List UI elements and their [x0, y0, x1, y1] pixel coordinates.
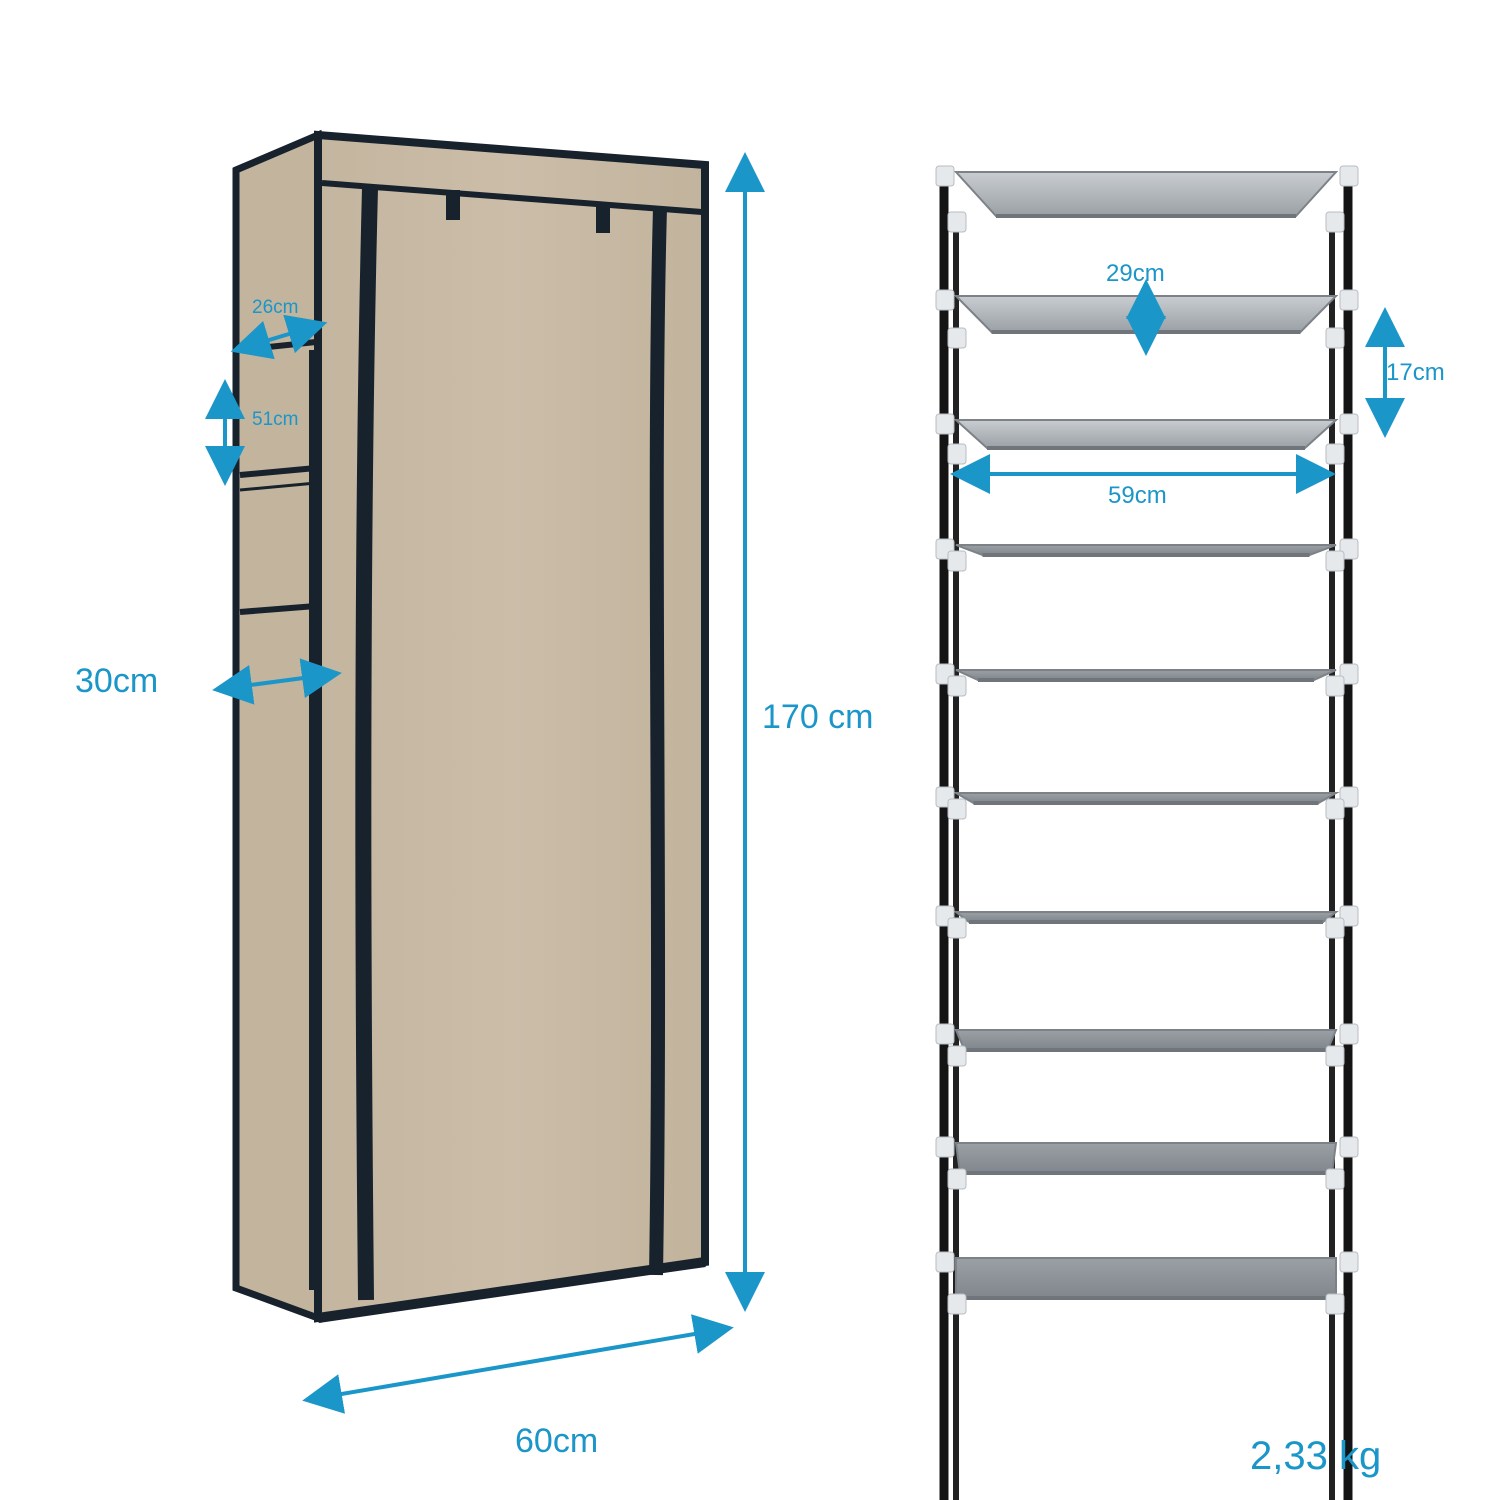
connector-joint — [1325, 327, 1345, 349]
connector-joint — [947, 1293, 967, 1315]
connector-joint — [1339, 1023, 1359, 1045]
width-label: 60cm — [515, 1422, 599, 1460]
connector-joint — [935, 1136, 955, 1158]
connector-joint — [1325, 1168, 1345, 1190]
door-loop-right — [596, 203, 610, 233]
connector-joint — [947, 550, 967, 572]
depth-label: 30cm — [75, 662, 159, 700]
connector-joint — [1325, 550, 1345, 572]
rack-shelves — [935, 165, 1359, 1315]
connector-joint — [935, 165, 955, 187]
connector-joint — [1325, 1293, 1345, 1315]
connector-joint — [935, 289, 955, 311]
dimension-arrows-right — [950, 279, 1405, 494]
shelf-spacing-label: 17cm — [1386, 359, 1445, 386]
connector-joint — [1325, 917, 1345, 939]
dimension-arrows-left — [205, 152, 765, 1414]
connector-joint — [947, 211, 967, 233]
connector-joint — [1325, 675, 1345, 697]
connector-joint — [1339, 289, 1359, 311]
shelf-width-label: 59cm — [1108, 482, 1167, 509]
width-arrow — [302, 1314, 734, 1414]
pocket-width-label: 26cm — [252, 297, 299, 318]
door-loop-left — [446, 190, 460, 220]
weight-label: 2,33 kg — [1250, 1434, 1382, 1478]
depth-arrow — [212, 658, 342, 705]
pocket-height-label: 51cm — [252, 409, 299, 430]
connector-joint — [1339, 413, 1359, 435]
connector-joint — [947, 1168, 967, 1190]
connector-joint — [1339, 1136, 1359, 1158]
connector-joint — [947, 443, 967, 465]
rack-shelf — [953, 171, 1339, 217]
connector-joint — [1325, 798, 1345, 820]
connector-joint — [947, 1045, 967, 1067]
shoe-rack-illustration — [939, 172, 1353, 1500]
connector-joint — [947, 675, 967, 697]
cabinet-front-panel — [314, 130, 709, 1323]
height-label: 170 cm — [762, 698, 874, 736]
connector-joint — [935, 413, 955, 435]
rack-shelf — [954, 1142, 1338, 1174]
connector-joint — [935, 1023, 955, 1045]
rack-shelf — [954, 1029, 1338, 1051]
pocket-width-arrow — [230, 314, 328, 360]
rack-shelf — [953, 419, 1339, 449]
connector-joint — [935, 1251, 955, 1273]
connector-joint — [947, 917, 967, 939]
connector-joint — [1325, 211, 1345, 233]
connector-joint — [1339, 165, 1359, 187]
zipper-right — [649, 207, 667, 1276]
rack-shelf — [955, 1257, 1337, 1299]
connector-joint — [1339, 1251, 1359, 1273]
connector-joint — [947, 798, 967, 820]
connector-joint — [1325, 1045, 1345, 1067]
shelf-depth-label: 29cm — [1106, 260, 1165, 287]
connector-joint — [947, 327, 967, 349]
zipper-left — [355, 187, 378, 1301]
connector-joint — [1325, 443, 1345, 465]
